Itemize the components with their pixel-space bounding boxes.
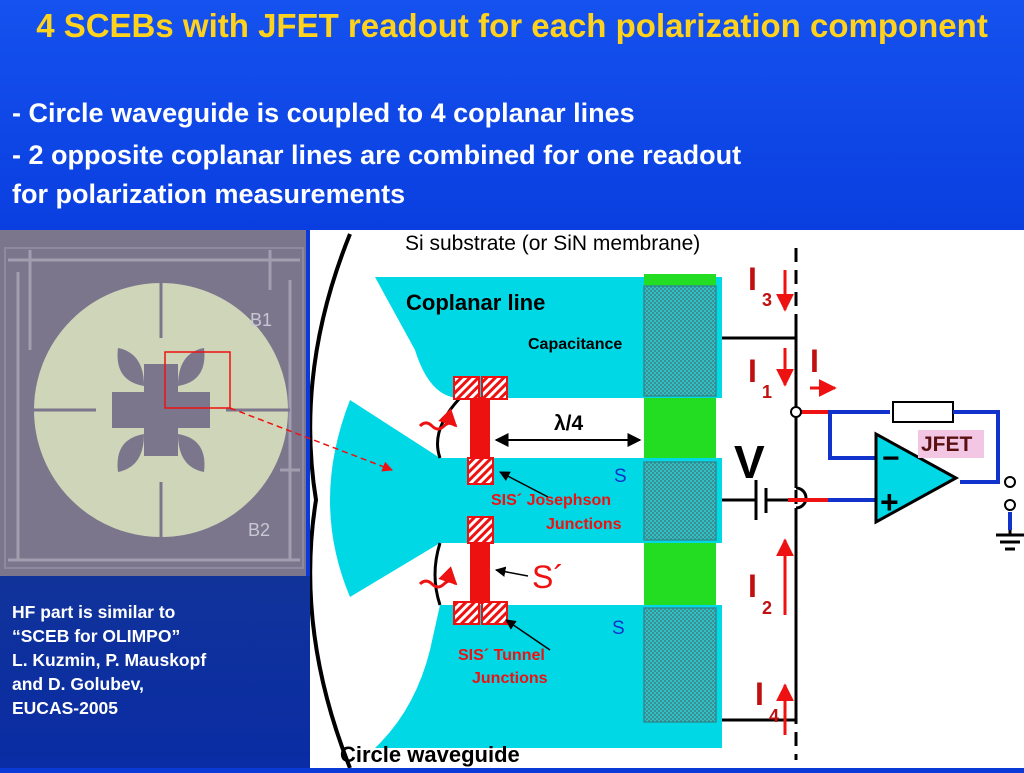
i-output-symbol: I (810, 343, 819, 379)
credit-line-3: L. Kuzmin, P. Mauskopf (12, 650, 207, 670)
circuit-diagram: − + JFET I 3 I 1 I I 2 I 4 V Si substrat… (308, 230, 1024, 769)
i2-subscript: 2 (762, 598, 772, 618)
minus-sign: − (882, 442, 900, 475)
circuit-diagram-svg: − + JFET I 3 I 1 I I 2 I 4 V Si substrat… (308, 232, 1024, 769)
i1-symbol: I (748, 353, 757, 389)
josephson-strip (470, 397, 490, 457)
bullet-3: for polarization measurements (12, 179, 406, 209)
slide-title: 4 SCEBs with JFET readout for each polar… (36, 7, 988, 44)
capacitance-strip (644, 398, 716, 458)
i3-symbol: I (748, 261, 757, 297)
bullet-2: - 2 opposite coplanar lines are combined… (12, 140, 742, 170)
jfet-amplifier (874, 431, 960, 525)
credit-line-4: and D. Golubev, (12, 674, 144, 694)
plus-sign: + (880, 484, 899, 520)
credit-line-5: EUCAS-2005 (12, 698, 119, 718)
credit-box: HF part is similar to “SCEB for OLIMPO” … (0, 576, 310, 768)
credit-line-1: HF part is similar to (12, 602, 176, 622)
capacitance-label: Capacitance (528, 336, 622, 353)
jfet-label-bg (918, 430, 984, 458)
josephson-label-2: Junctions (546, 516, 622, 533)
micrograph-drawing: B1 B2 (0, 230, 306, 576)
tunnel-strip (470, 542, 490, 604)
capacitance-strip (644, 543, 716, 605)
voltage-label: V (734, 436, 765, 488)
coplanar-line-top (375, 277, 722, 398)
capacitor-pad (643, 461, 717, 541)
i3-subscript: 3 (762, 290, 772, 310)
jfet-label: JFET (921, 433, 973, 456)
i2-symbol: I (748, 568, 757, 604)
josephson-label-1: SIS´ Josephson (491, 492, 611, 509)
slide-header: 4 SCEBs with JFET readout for each polar… (0, 0, 1024, 230)
tunnel-label-1: SIS´ Tunnel (458, 647, 545, 664)
s-bottom-label: S (612, 618, 625, 639)
i4-symbol: I (755, 676, 764, 712)
circle-waveguide-label: Circle waveguide (340, 742, 520, 767)
capacitor-pad (643, 607, 717, 723)
capacitance-strip (644, 274, 716, 286)
substrate-label: Si substrate (or SiN membrane) (405, 232, 700, 255)
coplanar-line-label: Coplanar line (406, 290, 545, 315)
b2-label: B2 (248, 520, 270, 540)
s-prime-label: S´ (532, 559, 564, 595)
capacitor-pad (643, 285, 717, 397)
credit-line-2: “SCEB for OLIMPO” (12, 626, 181, 646)
i1-subscript: 1 (762, 382, 772, 402)
b1-label: B1 (250, 310, 272, 330)
s-top-label: S (614, 466, 627, 487)
i4-subscript: 4 (769, 706, 779, 726)
tunnel-label-2: Junctions (472, 670, 548, 687)
bullet-1: - Circle waveguide is coupled to 4 copla… (12, 98, 635, 128)
coplanar-line-bottom (375, 605, 722, 748)
lambda-label: λ/4 (554, 412, 584, 435)
device-micrograph: B1 B2 (0, 230, 306, 576)
waveguide-probe (330, 400, 440, 597)
